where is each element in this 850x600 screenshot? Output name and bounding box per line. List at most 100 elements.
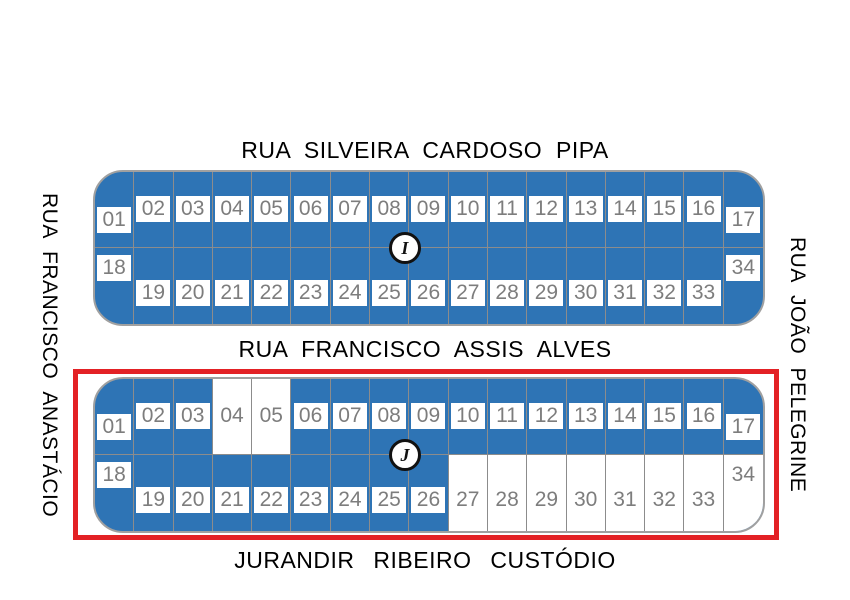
lot-cell-j-20[interactable]: 20 [174, 455, 213, 531]
lot-number: 27 [450, 487, 485, 513]
lot-cell-i-20[interactable]: 20 [174, 248, 213, 324]
lot-cell-j-33[interactable]: 33 [684, 455, 724, 531]
street-label-middle: RUA FRANCISCO ASSIS ALVES [238, 336, 612, 362]
lot-cell-j-18[interactable]: 18 [95, 455, 135, 531]
lot-cell-j-15[interactable]: 15 [645, 379, 685, 455]
lot-cell-i-09[interactable]: 09 [409, 172, 449, 248]
lot-number: 23 [293, 487, 328, 513]
block-i-marker: I [388, 232, 421, 264]
lot-cell-j-02[interactable]: 02 [134, 379, 174, 455]
lot-cell-i-26[interactable]: 26 [409, 248, 449, 324]
lot-cell-i-03[interactable]: 03 [173, 172, 213, 248]
lot-number: 24 [332, 487, 367, 513]
lot-cell-j-06[interactable]: 06 [291, 379, 331, 455]
lot-cell-j-03[interactable]: 03 [173, 379, 213, 455]
lot-cell-j-22[interactable]: 22 [252, 455, 292, 531]
lot-cell-j-14[interactable]: 14 [605, 379, 646, 455]
lot-cell-i-30[interactable]: 30 [567, 248, 606, 324]
lot-cell-j-23[interactable]: 23 [291, 455, 331, 531]
lot-cell-j-34[interactable]: 34 [723, 455, 763, 531]
lot-cell-i-06[interactable]: 06 [291, 172, 331, 248]
lot-number: 05 [254, 403, 289, 429]
lot-cell-j-05[interactable]: 05 [252, 379, 292, 455]
lot-cell-j-31[interactable]: 31 [605, 455, 646, 531]
lot-number: 18 [97, 255, 132, 281]
lot-number: 09 [411, 196, 446, 222]
lot-cell-i-34[interactable]: 34 [724, 248, 763, 324]
lot-number: 34 [726, 255, 761, 281]
lot-cell-i-33[interactable]: 33 [684, 248, 724, 324]
lot-number: 04 [215, 403, 250, 429]
lot-number: 02 [136, 196, 171, 222]
lot-cell-j-09[interactable]: 09 [409, 379, 449, 455]
lot-cell-j-19[interactable]: 19 [134, 455, 174, 531]
lot-cell-i-27[interactable]: 27 [449, 248, 488, 324]
lot-cell-i-21[interactable]: 21 [213, 248, 253, 324]
lot-number: 01 [97, 414, 132, 440]
lot-cell-i-32[interactable]: 32 [645, 248, 685, 324]
lot-cell-i-14[interactable]: 14 [605, 172, 646, 248]
lot-cell-j-30[interactable]: 30 [566, 455, 606, 531]
block-j-marker: J [388, 439, 421, 471]
lot-cell-j-25[interactable]: 25 [370, 455, 410, 531]
lot-cell-j-01[interactable]: 01 [95, 379, 135, 455]
lot-cell-i-11[interactable]: 11 [487, 172, 528, 248]
lot-cell-i-15[interactable]: 15 [645, 172, 685, 248]
lot-cell-i-25[interactable]: 25 [370, 248, 410, 324]
lot-cell-i-23[interactable]: 23 [291, 248, 331, 324]
lot-cell-i-28[interactable]: 28 [488, 248, 528, 324]
lot-cell-i-22[interactable]: 22 [252, 248, 292, 324]
lot-cell-j-08[interactable]: 08 [370, 379, 410, 455]
lot-number: 16 [686, 403, 721, 429]
lot-number: 29 [529, 487, 564, 513]
lot-cell-j-04[interactable]: 04 [212, 379, 253, 455]
lot-number: 13 [568, 403, 603, 429]
lot-number: 15 [647, 403, 682, 429]
lot-cell-j-27[interactable]: 27 [448, 455, 488, 531]
lot-cell-j-29[interactable]: 29 [527, 455, 567, 531]
lot-number: 17 [726, 414, 761, 440]
lot-cell-i-04[interactable]: 04 [212, 172, 253, 248]
lot-cell-j-11[interactable]: 11 [487, 379, 528, 455]
lot-cell-i-19[interactable]: 19 [134, 248, 174, 324]
lot-cell-j-28[interactable]: 28 [487, 455, 528, 531]
lot-cell-i-31[interactable]: 31 [606, 248, 646, 324]
lot-number: 10 [450, 403, 485, 429]
lot-cell-i-13[interactable]: 13 [566, 172, 606, 248]
block-j-letter: J [400, 445, 410, 465]
lot-cell-j-13[interactable]: 13 [566, 379, 606, 455]
lot-number: 07 [332, 403, 367, 429]
lot-number: 13 [568, 196, 603, 222]
lot-cell-j-12[interactable]: 12 [527, 379, 567, 455]
lot-number: 07 [332, 196, 367, 222]
lot-number: 20 [175, 280, 210, 306]
lot-cell-j-10[interactable]: 10 [448, 379, 488, 455]
lot-cell-j-32[interactable]: 32 [645, 455, 685, 531]
lot-cell-j-07[interactable]: 07 [330, 379, 371, 455]
lot-cell-j-24[interactable]: 24 [331, 455, 371, 531]
lot-cell-i-08[interactable]: 08 [370, 172, 410, 248]
lot-number: 23 [293, 280, 328, 306]
lot-cell-i-12[interactable]: 12 [527, 172, 567, 248]
lot-cell-i-17[interactable]: 17 [723, 172, 763, 248]
street-label-right: RUA JOÃO PELEGRINE [786, 237, 809, 493]
lot-cell-i-24[interactable]: 24 [331, 248, 371, 324]
lot-cell-i-02[interactable]: 02 [134, 172, 174, 248]
lot-cell-j-26[interactable]: 26 [409, 455, 449, 531]
lot-cell-i-05[interactable]: 05 [252, 172, 292, 248]
lot-cell-i-16[interactable]: 16 [684, 172, 724, 248]
lot-number: 30 [568, 280, 603, 306]
lot-cell-j-17[interactable]: 17 [723, 379, 763, 455]
lot-number: 26 [411, 487, 446, 513]
lot-cell-j-16[interactable]: 16 [684, 379, 724, 455]
lot-cell-i-01[interactable]: 01 [95, 172, 135, 248]
lot-cell-i-07[interactable]: 07 [330, 172, 371, 248]
lot-cell-j-21[interactable]: 21 [213, 455, 253, 531]
lot-cell-i-18[interactable]: 18 [95, 248, 135, 324]
lot-cell-i-10[interactable]: 10 [448, 172, 488, 248]
lot-cell-i-29[interactable]: 29 [527, 248, 567, 324]
